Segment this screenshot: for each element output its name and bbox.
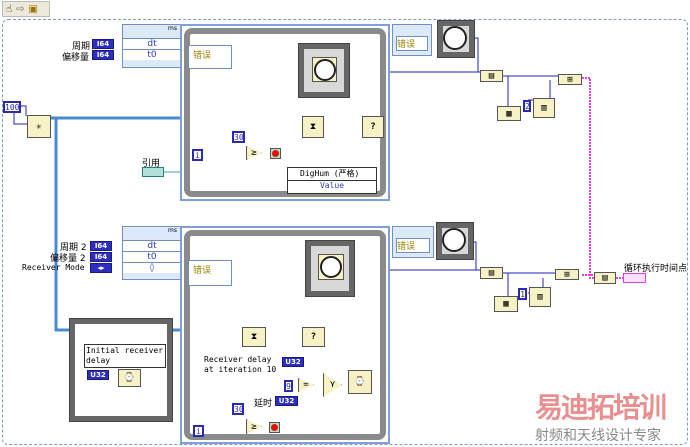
iteration-terminal-2: i	[193, 425, 204, 437]
array-size-icon[interactable]: ▦	[497, 106, 521, 121]
array-size-icon-2[interactable]: ▦	[494, 296, 518, 312]
property-value: Value	[319, 181, 345, 190]
initial-delay-control[interactable]: U32	[87, 370, 109, 380]
property-node[interactable]: DigHum (严格) Value	[287, 167, 377, 194]
block-diagram-border	[2, 19, 688, 445]
dequeue-icon[interactable]: ⧗	[242, 327, 266, 347]
build-array-icon-2[interactable]: ▤	[480, 267, 503, 279]
sequence-frame-2	[305, 240, 355, 297]
receiver-mode-label: Receiver Mode	[22, 263, 85, 272]
dt-terminal: dt	[123, 38, 181, 49]
initial-delay-comment: Initial receiver delay	[84, 344, 166, 368]
timed-loop-output-2[interactable]: 错误	[392, 226, 434, 258]
stop-const-2[interactable]: 30	[232, 403, 244, 415]
eq-const[interactable]: 9	[284, 380, 293, 392]
offset-control[interactable]: I64	[92, 50, 114, 60]
index-const-1[interactable]: 2	[523, 100, 531, 112]
clock-icon	[313, 58, 336, 81]
build-array-merge-icon[interactable]: ▤	[594, 272, 616, 284]
stop-icon-2[interactable]	[269, 422, 280, 433]
clock-icon	[443, 26, 467, 50]
timed-loop-output-1[interactable]: 错误	[392, 24, 432, 56]
stop-icon[interactable]	[270, 148, 281, 159]
wait-icon-2[interactable]: ⌚	[348, 370, 372, 394]
offset-label: 偏移量	[62, 53, 90, 63]
refnum-control[interactable]	[142, 167, 164, 177]
output-label: 循环执行时间点	[624, 264, 688, 274]
release-queue-icon[interactable]: ?	[362, 116, 384, 138]
index-const-2[interactable]: 1	[518, 288, 527, 300]
watermark-sub: 射频和天线设计专家	[535, 428, 661, 444]
hand-icon[interactable]: ☝	[6, 3, 13, 15]
property-node-class: DigHum (严格)	[288, 168, 376, 181]
index-array-icon[interactable]: ▥	[533, 98, 555, 118]
timing-unit: ms	[168, 227, 177, 234]
offset2-control[interactable]: I64	[90, 252, 112, 262]
toolbar: ☝ ⇨ ▣	[2, 1, 50, 17]
enqueue-icon[interactable]: ⧗	[302, 116, 324, 138]
error-cluster-1[interactable]: 错误	[188, 45, 232, 69]
ref-label: 引用	[142, 159, 161, 169]
receiver-mode-control[interactable]: ◂▸	[90, 263, 112, 273]
dt-terminal: dt	[123, 240, 181, 251]
iteration-terminal: i	[192, 149, 203, 161]
stop-const[interactable]: 30	[232, 131, 245, 143]
clock-icon	[320, 256, 342, 278]
output-indicator[interactable]	[623, 273, 646, 283]
t0-terminal: t0	[123, 49, 181, 60]
bundle-icon-2[interactable]: ⊞	[555, 269, 579, 280]
period-label: 周期	[72, 42, 91, 52]
timed-loop-2[interactable]	[180, 226, 390, 444]
timing-unit: ms	[168, 25, 177, 32]
output-error: 错误	[396, 36, 428, 51]
arrow-icon[interactable]: ⇨	[16, 3, 25, 15]
mode-terminal: ◊	[123, 262, 181, 273]
delay-control[interactable]: U32	[275, 396, 298, 406]
sequence-frame-1	[298, 43, 350, 98]
sequence-frame-out-1	[437, 20, 475, 58]
release-queue-icon-2[interactable]: ?	[302, 327, 325, 347]
build-array-icon[interactable]: ▤	[480, 70, 503, 82]
error-cluster-2[interactable]: 错误	[188, 260, 232, 286]
offset2-label: 偏移量 2	[50, 254, 86, 264]
delay10-label: Receiver delay at iteration 10	[204, 355, 277, 374]
queue-size-const[interactable]: 100	[3, 101, 21, 113]
delay-label: 延时	[254, 399, 273, 409]
timed-loop-input-node[interactable]: ms dt t0	[122, 24, 182, 68]
output-error: 错误	[396, 238, 430, 253]
wait-icon[interactable]: ⌚	[118, 369, 141, 387]
period-control[interactable]: I64	[92, 39, 114, 49]
period2-control[interactable]: I64	[90, 241, 112, 251]
index-array-icon-2[interactable]: ▥	[529, 287, 551, 307]
clock-icon	[442, 228, 466, 252]
delay10-control[interactable]: U32	[282, 357, 304, 367]
timed-loop-input-node-2[interactable]: ms dt t0 ◊	[122, 226, 182, 280]
sequence-frame-out-2	[436, 222, 474, 260]
obtain-queue-icon[interactable]: ✳	[27, 115, 51, 138]
period2-label: 周期 2	[60, 243, 87, 253]
bundle-icon[interactable]: ⊞	[558, 74, 582, 85]
watermark-main: 易迪拓培训	[535, 391, 667, 424]
run-icon[interactable]: ▣	[28, 3, 38, 15]
t0-terminal: t0	[123, 251, 181, 262]
